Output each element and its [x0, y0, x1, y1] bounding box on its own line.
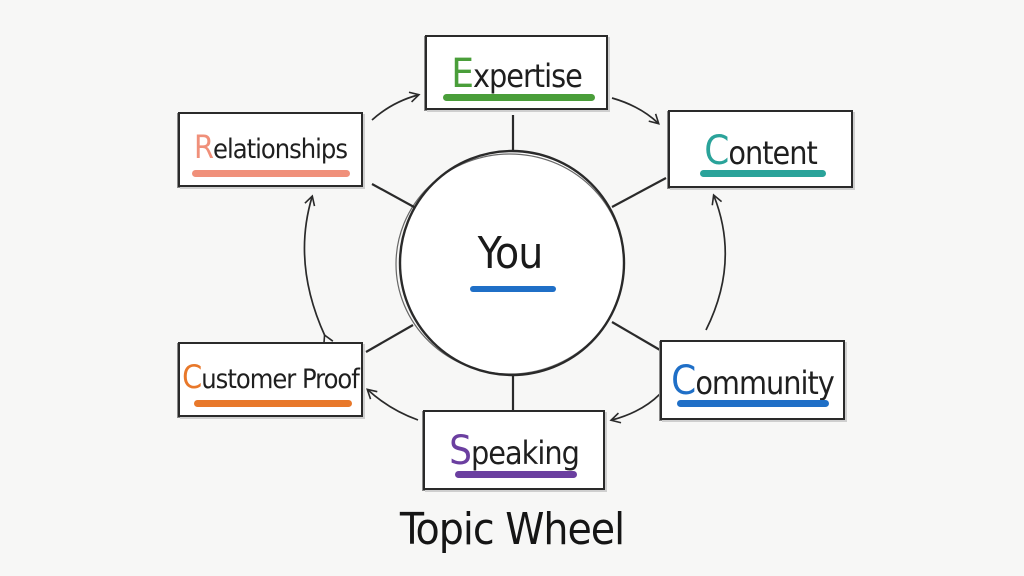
- node-community-label: Community: [671, 358, 835, 404]
- spoke-community: [611, 321, 661, 351]
- node-speaking-label: Speaking: [449, 428, 580, 474]
- spoke-content: [611, 177, 667, 208]
- arrow-relationships-to-expertise: [371, 91, 421, 121]
- diagram-title: Topic Wheel: [399, 504, 625, 555]
- arrow-community-to-content: [705, 193, 727, 331]
- node-content-underline: [700, 170, 826, 177]
- node-expertise-underline: [443, 94, 595, 101]
- node-customer-proof-label: Customer Proof: [182, 358, 360, 396]
- arrow-speaking-to-customer-proof: [366, 388, 419, 421]
- node-relationships: Relationships: [178, 112, 363, 187]
- node-community-underline: [677, 400, 829, 407]
- node-expertise: Expertise: [425, 35, 608, 110]
- node-customer-proof-underline: [194, 400, 352, 407]
- node-speaking-underline: [455, 471, 577, 478]
- center-label: You: [477, 228, 544, 279]
- node-relationships-label: Relationships: [194, 128, 348, 166]
- arrow-expertise-to-content: [611, 97, 660, 125]
- node-customer-proof: Customer Proof: [178, 342, 363, 417]
- center-circle-sketch: [395, 153, 625, 375]
- node-speaking: Speaking: [423, 410, 605, 490]
- node-community: Community: [660, 340, 845, 420]
- center-underline: [470, 286, 556, 292]
- node-content-label: Content: [704, 128, 818, 174]
- node-content: Content: [668, 110, 853, 188]
- arrow-customer-proof-to-relationships: [303, 194, 334, 346]
- spoke-customer-proof: [365, 324, 414, 353]
- node-relationships-underline: [192, 170, 350, 177]
- arrow-community-to-speaking: [609, 393, 661, 424]
- node-expertise-label: Expertise: [451, 51, 583, 97]
- spoke-relationships: [371, 183, 415, 208]
